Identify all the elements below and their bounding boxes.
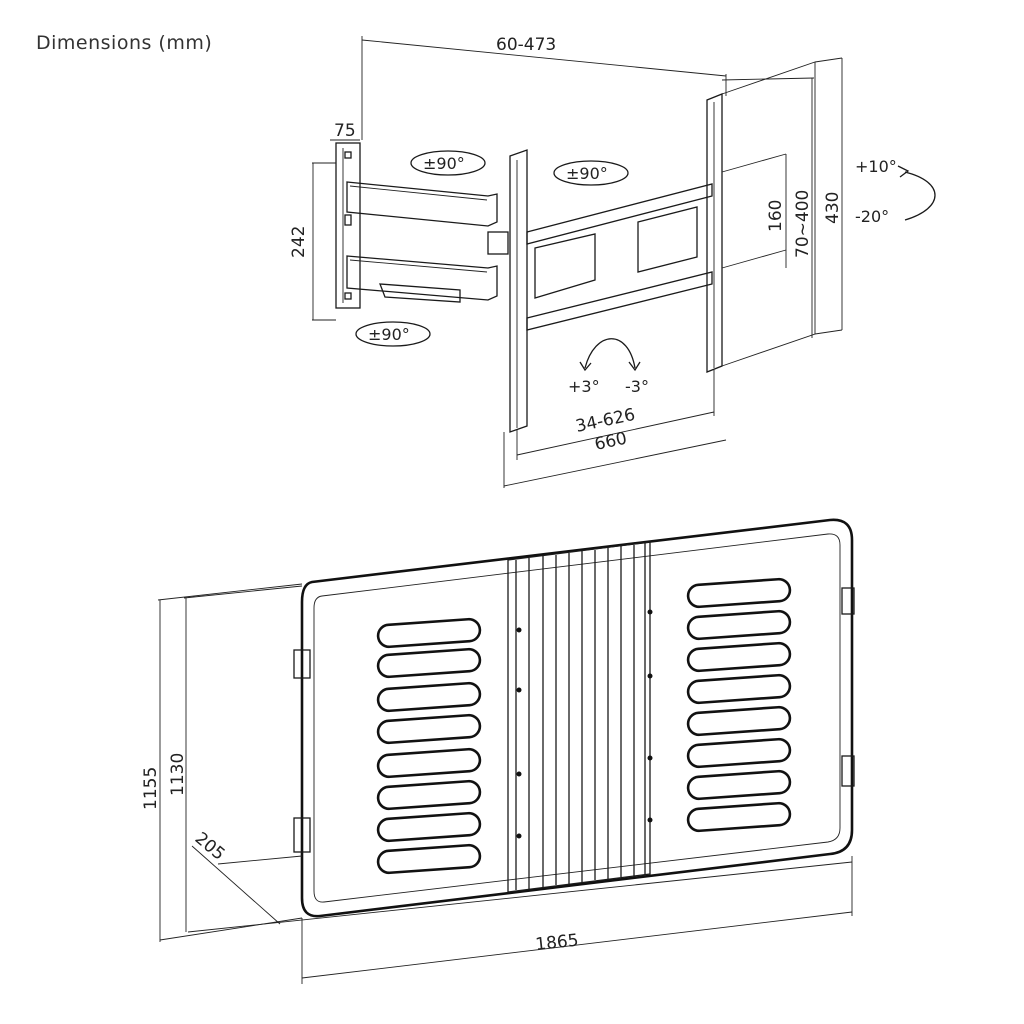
vesa-vertical-range-label: 70~400 [793,190,813,258]
rotation-indicators [355,150,936,372]
swivel-arrow-icon [553,160,629,186]
tilt-up-label: +10° [855,157,897,176]
rotate-right-label: -3° [625,377,649,396]
box-dimension-lines [157,583,853,984]
vent-slots-right [686,577,792,833]
box-depth-label: 205 [191,829,229,865]
wall-plate-height-label: 242 [289,226,309,258]
vesa-rail-left [509,149,528,433]
center-ribs [507,541,653,893]
vesa-cross-arms [526,183,713,331]
box-inner-height-label: 1130 [168,753,188,796]
box-width-label: 1865 [534,931,579,955]
tilt-arrow-icon [904,171,936,221]
vesa-vertical-inner-label: 160 [766,200,786,232]
swivel-wall-label: ±90° [423,154,465,173]
box-drawing: 1155 1130 205 1865 [141,518,855,984]
swivel-arm-label: ±90° [566,164,608,183]
wall-plate [335,142,361,309]
depth-min-label: 75 [334,121,356,141]
bracket-height-label: 430 [823,192,843,224]
tilt-arrow-head-icon [897,165,910,178]
swivel-arrow-icon [410,150,486,176]
vent-slots-left [376,617,482,875]
swing-arms [346,181,509,303]
rotate-arrow-head-icon [628,361,641,372]
vesa-rail-right [706,93,723,373]
tilt-down-label: -20° [855,207,889,226]
mount-dimension-lines [312,36,843,488]
swivel-arrow-icon [355,321,431,347]
swivel-head-label: ±90° [368,325,410,344]
box-outline [300,518,854,918]
rotate-left-label: +3° [568,377,600,396]
box-clips [293,587,855,853]
depth-range-label: 60-473 [496,35,556,55]
page-title: Dimensions (mm) [36,32,213,54]
rotate-arrow-head-icon [579,361,592,372]
rotate-arrow-icon [584,338,636,369]
tv-mount-drawing: 60-473 75 242 ±90° ±90° ±90° +10° -20° +… [289,35,936,488]
box-outer-height-label: 1155 [141,767,161,810]
